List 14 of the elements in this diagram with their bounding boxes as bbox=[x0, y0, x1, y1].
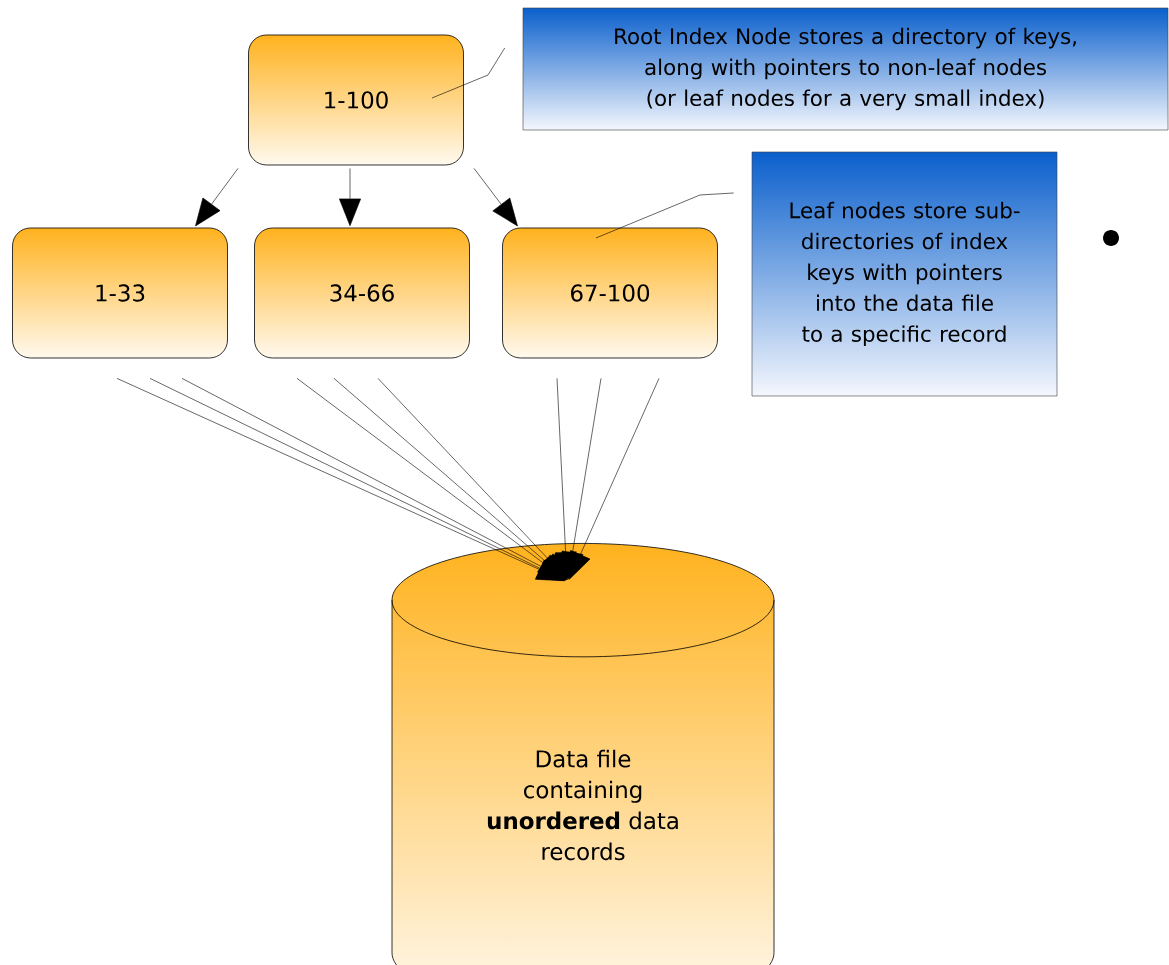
index-box: 1-100 bbox=[248, 34, 464, 166]
arrow bbox=[339, 168, 361, 227]
index-box: 67-100 bbox=[502, 227, 718, 359]
callout-box: Root Index Node stores a directory of keys, along with pointers to non-leaf nodes (or leaf nodes for a very small index) bbox=[522, 7, 1169, 131]
index-box: 1-33 bbox=[12, 227, 228, 359]
arrow bbox=[473, 168, 518, 227]
arrow bbox=[377, 378, 568, 580]
index-box: 34-66 bbox=[254, 227, 470, 359]
leader-line bbox=[595, 192, 734, 239]
callout-box: Leaf nodes store sub-directories of index keys with pointers into the data file to a specific record bbox=[751, 151, 1058, 397]
data-cylinder: Data file containing unordered data records bbox=[391, 543, 775, 965]
leader-line bbox=[431, 47, 505, 99]
arrow bbox=[195, 168, 239, 227]
arrow bbox=[569, 378, 660, 580]
